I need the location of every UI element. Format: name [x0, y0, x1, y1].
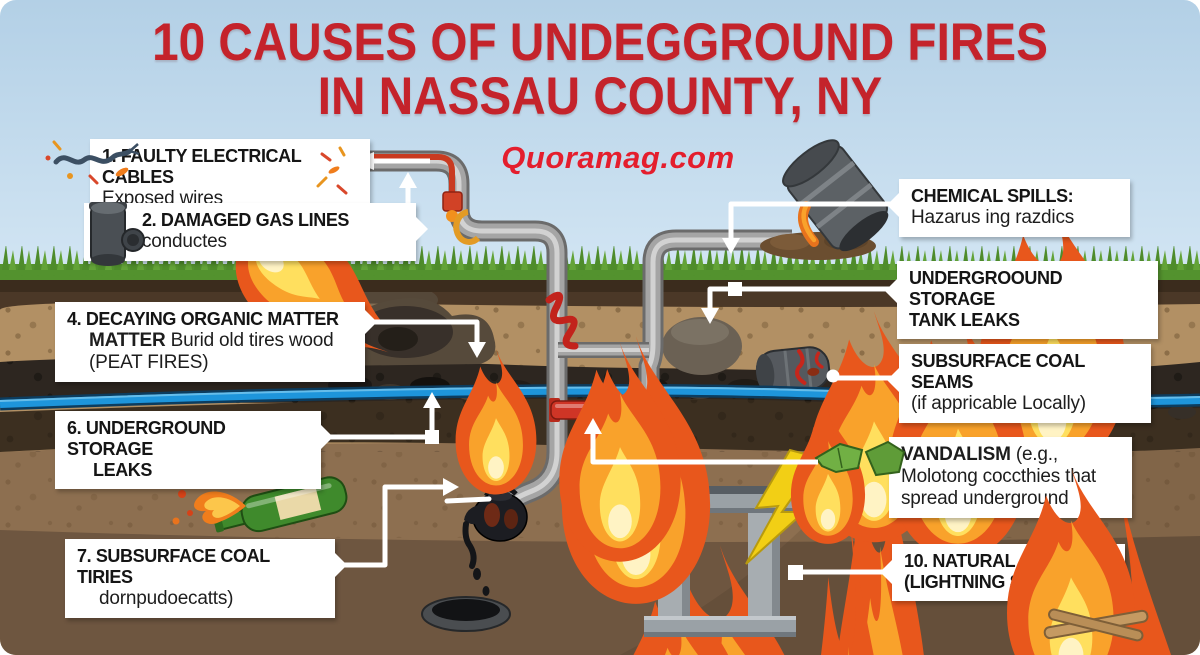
watermark: Quoramag.com	[501, 140, 735, 175]
callout-coal-tiries: 7. SUBSURFACE COAL TIRIES dornpudoecatts…	[65, 539, 347, 618]
soil-mound	[662, 317, 742, 375]
title-line-1: 10 CAUSES OF UNDEGGROUND FIRES	[152, 13, 1048, 72]
text-fragment: Burid old tires wood	[165, 330, 334, 351]
callout-line: 4. DECAYING ORGANIC MATTER	[67, 309, 339, 329]
electrical-cable	[360, 154, 579, 350]
callout-line: Hazarus ing razdics	[911, 207, 1075, 228]
title-line-2: IN NASSAU COUNTY, NY	[317, 67, 883, 127]
callout-coal-seams: SUBSURFACE COAL SEAMS (if appricable Loc…	[887, 344, 1151, 423]
callout-gas-lines: 2. DAMAGED GAS LINES conductes	[84, 203, 428, 261]
bold-fragment: VANDALISM	[901, 444, 1011, 465]
callout-chemical-spills: CHEMICAL SPILLS: Hazarus ing razdics	[887, 179, 1130, 237]
callout-line: SUBSURFACE COAL SEAMS	[911, 351, 1085, 392]
callout-line: spread underground	[901, 488, 1069, 509]
callout-line: 6. UNDERGROUND STORAGE	[67, 418, 226, 459]
page-title: 10 CAUSES OF UNDEGGROUND FIRES IN NASSAU…	[0, 13, 1200, 127]
callout-organic-matter: 4. DECAYING ORGANIC MATTER MATTER Burid …	[55, 302, 377, 382]
callout-natural-causes: 10. NATURAL CAUSES (LIGHTNING STRIKES)	[880, 544, 1125, 601]
callout-sub: conductes	[142, 231, 227, 252]
callout-pointer	[876, 193, 899, 217]
callout-pointer	[335, 553, 358, 577]
bold-fragment: MATTER	[89, 330, 166, 351]
callout-line: dornpudoecatts)	[99, 588, 234, 609]
callout-pointer	[321, 425, 344, 449]
callout-pointer	[874, 279, 897, 303]
callout-line: (PEAT FIRES)	[89, 352, 209, 373]
callout-line: 10. NATURAL CAUSES	[904, 551, 1093, 571]
callout-pointer	[869, 560, 892, 584]
callout-line: 7. SUBSURFACE COAL TIRIES	[77, 546, 270, 587]
callout-line: TANK LEAKS	[909, 310, 1020, 330]
callout-pointer	[416, 217, 439, 241]
callout-line: MATTER Burid old tires wood	[67, 330, 355, 352]
pan-icon	[421, 545, 805, 655]
chemical-barrel-icon	[760, 139, 1127, 470]
callout-pointer	[365, 310, 388, 334]
text-fragment: (e.g.,	[1010, 444, 1058, 465]
callout-line: (if appricable Locally)	[911, 393, 1086, 414]
callout-line: LEAKS	[93, 460, 153, 480]
callout-line: CHEMICAL SPILLS:	[911, 186, 1074, 206]
callout-pointer	[876, 368, 899, 392]
callout-vandalism: VANDALISM (e.g., Molotong coccthies that…	[889, 437, 1132, 518]
callout-line: VANDALISM (e.g.,	[901, 444, 1122, 466]
callout-storage-leaks: 6. UNDERGROUND STORAGE LEAKS	[55, 411, 333, 489]
callout-tank-leaks: UNDERGROOUND STORAGE TANK LEAKS	[885, 261, 1158, 339]
callout-line: UNDERGROOUND STORAGE	[909, 268, 1063, 309]
pipe-hook	[213, 200, 481, 393]
storage-tank-icon	[755, 346, 831, 394]
callout-line: Molotong coccthies that	[901, 466, 1097, 487]
green-arrow-icon	[814, 442, 864, 474]
callout-line: (LIGHTNING STRIKES)	[904, 572, 1091, 592]
callout-arrowheads	[399, 172, 840, 580]
callout-title: 2. DAMAGED GAS LINES	[142, 210, 350, 230]
callout-title: 1. FAULTY ELECTRICAL CABLES	[102, 146, 302, 187]
